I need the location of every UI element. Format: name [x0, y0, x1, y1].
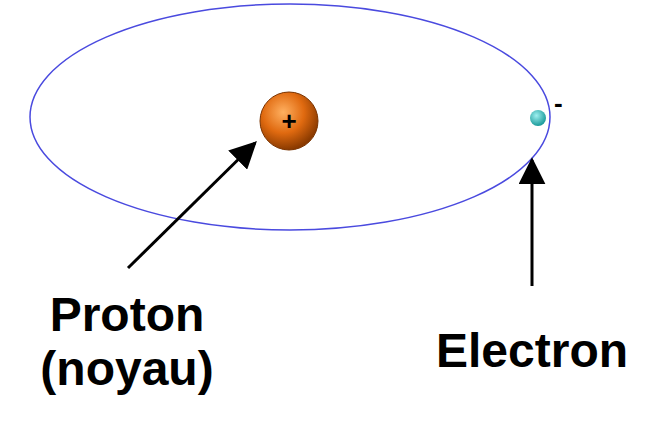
proton-circle — [260, 92, 318, 150]
electron-dot: - — [528, 90, 570, 128]
part-label: Electron — [436, 324, 628, 378]
charge-sign: + — [281, 108, 296, 134]
electron-circle — [530, 110, 546, 126]
leader-arrow — [531, 160, 534, 286]
dot-shape — [528, 90, 570, 128]
leader-arrow — [128, 143, 255, 268]
proton-sphere: + — [258, 90, 320, 152]
part-label: Proton (noyau) — [40, 288, 213, 396]
charge-sign: - — [554, 90, 563, 116]
orbit-ellipse — [30, 4, 550, 230]
